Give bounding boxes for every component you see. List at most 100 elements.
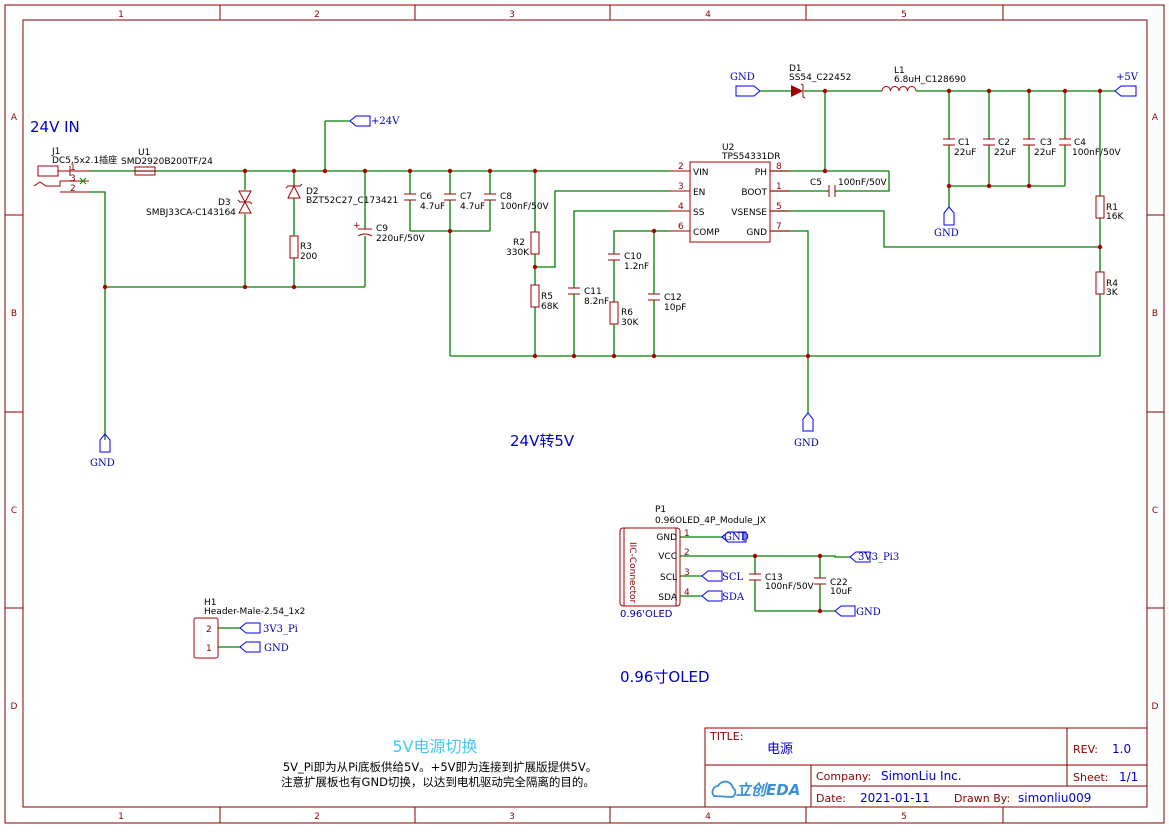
r5-resistor: R5 68K	[530, 284, 559, 312]
frame-col-2-top: 2	[314, 10, 320, 20]
c3-value: 22uF	[1034, 148, 1056, 158]
p1-pin-scl-label: SCL	[660, 573, 677, 583]
c2-ref: C2	[998, 138, 1010, 148]
c9-capacitor: + C9 220uF/50V	[353, 221, 426, 244]
u2-pin-3-number: 3	[678, 182, 684, 192]
frame-row-d-left: D	[11, 702, 18, 712]
r2-value: 330K	[506, 248, 530, 258]
u1-value: SMD2920B200TF/24	[121, 157, 213, 167]
c7-value: 4.7uF	[460, 202, 485, 212]
r4-ref: R4	[1106, 279, 1118, 289]
r4-resistor: R4 3K	[1095, 271, 1119, 298]
frame-col-1-top: 1	[118, 10, 124, 20]
c13-ref: C13	[765, 573, 783, 583]
c9-value: 220uF/50V	[376, 234, 426, 244]
r6-resistor: R6 30K	[609, 301, 639, 328]
c5-value: 100nF/50V	[838, 178, 888, 188]
p1-value: 0.96OLED_4P_Module_JX	[655, 516, 766, 526]
p1-pin-3-number: 3	[684, 568, 690, 578]
net-flag-5v: +5V	[1114, 72, 1139, 97]
c22-capacitor: C22 10uF	[814, 577, 852, 597]
j1-pin-3: 3	[70, 174, 76, 184]
c1-ref: C1	[958, 138, 970, 148]
c11-ref: C11	[584, 287, 602, 297]
note-24v-to-5v: 24V转5V	[510, 432, 575, 450]
c1-value: 22uF	[954, 148, 976, 158]
u2-pin-ss-label: SS	[693, 208, 705, 218]
c13-capacitor: C13 100nF/50V	[749, 573, 815, 592]
l1-ref: L1	[894, 66, 905, 76]
u1-fuse: U1 SMD2920B200TF/24	[121, 148, 213, 176]
net-label-3v3-pi3: 3V3_Pi3	[858, 552, 899, 563]
c6-value: 4.7uF	[420, 202, 445, 212]
u2-pin-4-number: 4	[678, 202, 684, 212]
cloud-icon	[711, 780, 737, 798]
rev-label: REV:	[1073, 743, 1098, 756]
net-flag-oled-gnd: GND	[721, 531, 749, 543]
p1-pin-sda-label: SDA	[658, 593, 677, 603]
company-value: SimonLiu Inc.	[881, 769, 962, 783]
u2-pin-ph-label: PH	[755, 168, 767, 178]
switch-note-line-1: 5V_Pi即为从Pi底板供给5V。+5V即为连接到扩展版提供5V。	[283, 760, 597, 774]
c7-ref: C7	[460, 192, 472, 202]
p1-pin-2-number: 2	[684, 548, 690, 558]
r6-value: 30K	[621, 318, 639, 328]
sheet-value: 1/1	[1119, 770, 1138, 784]
r3-ref: R3	[300, 242, 312, 252]
net-label-5v: +5V	[1116, 72, 1139, 83]
c9-polarity-plus-icon: +	[353, 221, 361, 231]
u2-pin-6-number: 6	[678, 222, 684, 232]
date-value: 2021-01-11	[860, 791, 930, 805]
u2-regulator-ic: U2 TPS54331DR VIN EN SS COMP PH BOOT VSE…	[670, 143, 790, 243]
title-value: 电源	[767, 742, 793, 757]
j1-ref: J1	[51, 147, 60, 157]
c3-ref: C3	[1040, 138, 1052, 148]
p1-pin-1-number: 1	[684, 529, 690, 539]
frame-row-d-right: D	[1152, 702, 1159, 712]
u2-pin-1-number: 1	[776, 182, 782, 192]
frame-col-3-top: 3	[509, 10, 515, 20]
sheet-frame: 1 2 3 4 5 1 2 3 4 5 A B C D A B C D	[4, 4, 1165, 824]
switch-note-title: 5V电源切换	[392, 737, 477, 756]
u2-pin-vin-label: VIN	[693, 168, 709, 178]
d1-ref: D1	[789, 64, 802, 74]
d3-tvs-diode: D3 SMBJ33CA-C143164	[146, 190, 253, 218]
title-block: TITLE: 电源 REV: 1.0 Company: SimonLiu Inc…	[704, 727, 1148, 808]
d2-ref: D2	[306, 187, 319, 197]
p1-pin-vcc-label: VCC	[658, 552, 677, 562]
frame-col-2-bottom: 2	[314, 812, 320, 822]
junction-dots	[102, 88, 1103, 614]
c12-value: 10pF	[664, 303, 686, 313]
c4-value: 100nF/50V	[1072, 148, 1122, 158]
date-label: Date:	[816, 792, 846, 805]
net-flag-24v: +24V	[349, 115, 400, 127]
p1-pin-4-number: 4	[684, 588, 690, 598]
u2-ref: U2	[722, 143, 734, 153]
l1-value: 6.8uH_C128690	[894, 75, 966, 85]
net-label-scl: SCL	[722, 572, 744, 583]
c5-capacitor: C5 100nF/50V	[810, 178, 888, 197]
frame-col-3-bottom: 3	[509, 812, 515, 822]
r4-value: 3K	[1106, 288, 1119, 298]
switch-note-line-2: 注意扩展板也有GND切换，以达到电机驱动完全隔离的目的。	[281, 775, 595, 789]
c2-capacitor: C2 22uF	[983, 138, 1016, 158]
d1-schottky-diode: D1 SS54_C22452	[789, 64, 851, 99]
c13-value: 100nF/50V	[765, 582, 815, 592]
frame-row-b-left: B	[11, 309, 17, 319]
c6-capacitor: C6 4.7uF	[404, 192, 445, 212]
c3-capacitor: C3 22uF	[1023, 138, 1056, 158]
c4-ref: C4	[1074, 138, 1086, 148]
c4-capacitor: C4 100nF/50V	[1059, 138, 1122, 158]
c10-capacitor: C10 1.2nF	[608, 252, 649, 272]
h1-header: H1 Header-Male-2.54_1x2 2 1	[193, 598, 305, 659]
gnd-symbol-c1: GND	[934, 206, 959, 239]
gnd-symbol-left: GND	[90, 433, 115, 469]
note-24v-in: 24V IN	[30, 118, 80, 136]
p1-module-name: 0.96'OLED	[620, 609, 673, 620]
net-flag-3v3-pi3: 3V3_Pi3	[849, 551, 899, 563]
net-label-gnd-c1: GND	[934, 228, 959, 239]
logo-text: 立创EDA	[736, 781, 800, 799]
frame-row-a-left: A	[11, 113, 18, 123]
